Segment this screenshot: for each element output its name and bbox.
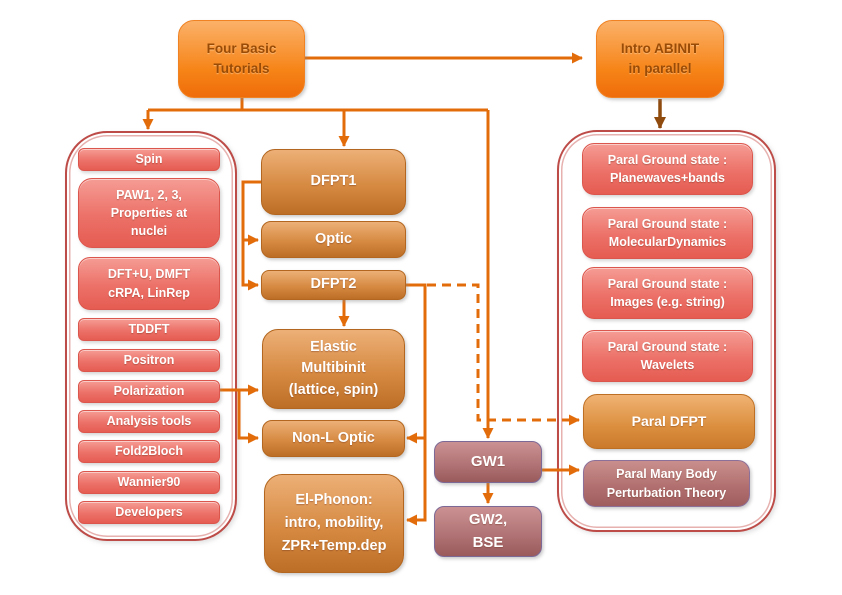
node-fold2bloch: Fold2Bloch [78,440,220,463]
node-dfpt1: DFPT1 [261,149,406,215]
node-paw-properties-at-nuclei: PAW1, 2, 3, Properties at nuclei [78,178,220,248]
node-gw1: GW1 [434,441,542,483]
node-el-phonon: El-Phonon: intro, mobility, ZPR+Temp.dep [264,474,404,573]
node-gw2-bse: GW2, BSE [434,506,542,557]
node-elastic-multibinit: Elastic Multibinit (lattice, spin) [262,329,405,409]
node-wannier90: Wannier90 [78,471,220,494]
node-positron: Positron [78,349,220,372]
node-optic: Optic [261,221,406,258]
node-paral-many-body-perturbation-theory: Paral Many Body Perturbation Theory [583,460,750,507]
node-developers: Developers [78,501,220,524]
connector-fourbasic-tee [148,97,488,112]
node-paral-ground-state-moleculardynamics: Paral Ground state : MolecularDynamics [582,207,753,259]
node-dftu-dmft-crpa-linrep: DFT+U, DMFT cRPA, LinRep [78,257,220,310]
node-tddft: TDDFT [78,318,220,341]
node-paral-ground-state-planewaves: Paral Ground state : Planewaves+bands [582,143,753,195]
node-analysis-tools: Analysis tools [78,410,220,433]
node-paral-ground-state-wavelets: Paral Ground state : Wavelets [582,330,753,382]
node-polarization: Polarization [78,380,220,403]
node-non-l-optic: Non-L Optic [262,420,405,457]
node-spin: Spin [78,148,220,171]
node-four-basic-tutorials: Four Basic Tutorials [178,20,305,98]
connector-dfpt2-to-elphonon [406,283,427,526]
connector-polarization-to-nonloptic [237,390,259,444]
node-paral-dfpt: Paral DFPT [583,394,755,449]
node-intro-abinit-in-parallel: Intro ABINIT in parallel [596,20,724,98]
node-paral-ground-state-images: Paral Ground state : Images (e.g. string… [582,267,753,319]
connector-dfpt1-to-dfpt2 [241,180,261,291]
node-dfpt2: DFPT2 [261,270,406,300]
